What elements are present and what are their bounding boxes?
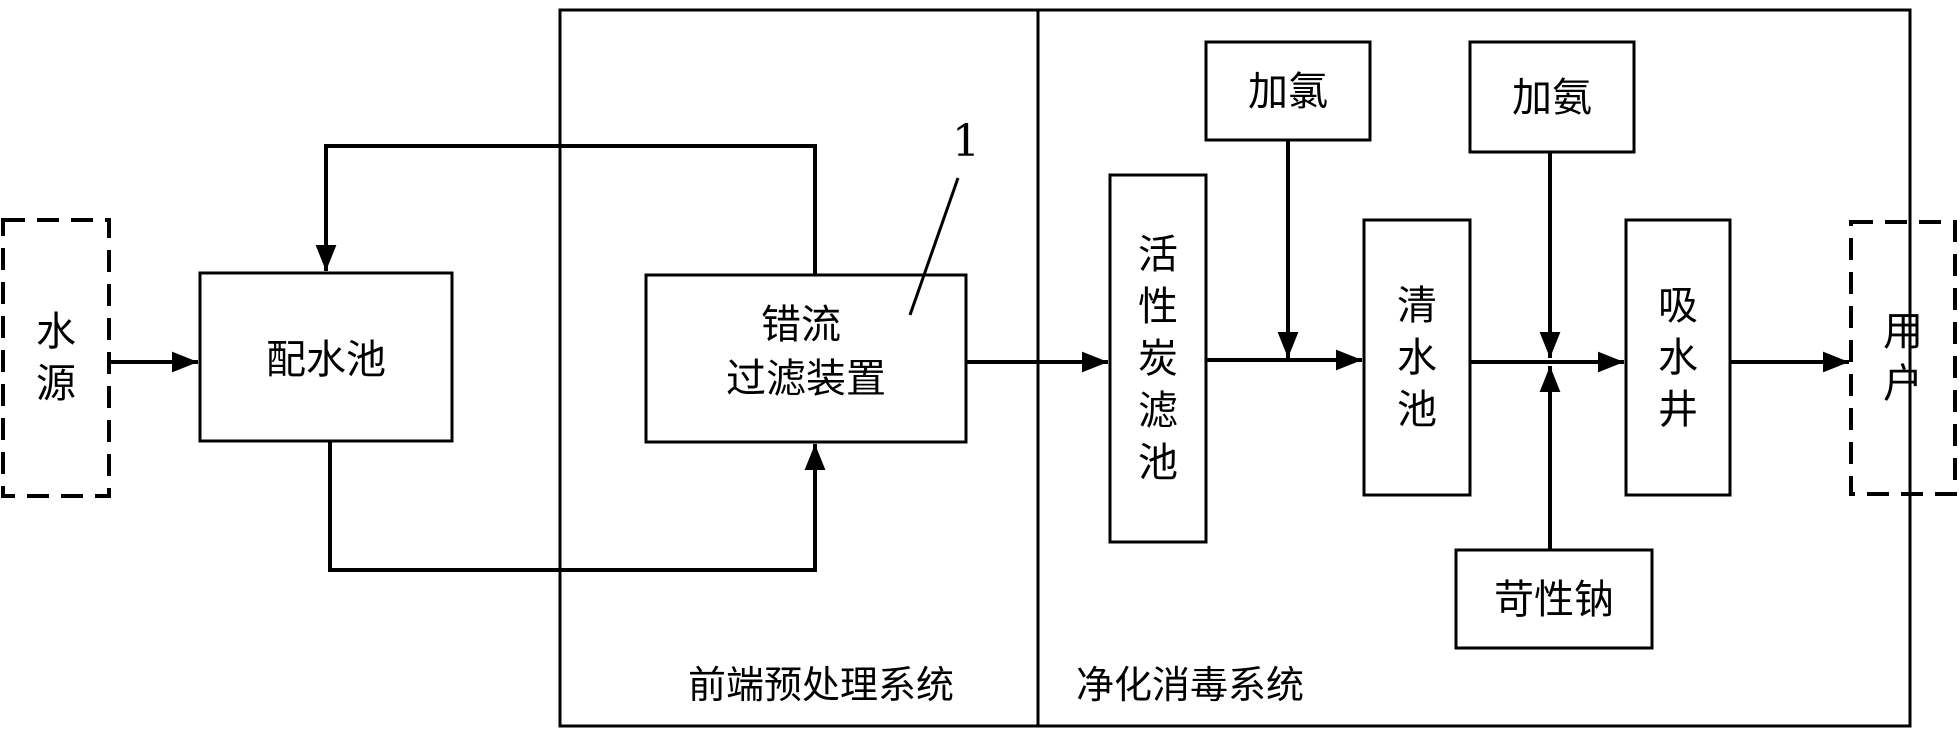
suction-well-box	[1624, 218, 1732, 497]
clear-water-pool-label: 清 水 池	[1397, 282, 1437, 433]
crossflow-filter-label: 错流 过滤装置	[646, 305, 966, 399]
arrow-pool-to-filter	[328, 441, 826, 572]
activated-carbon-filter-label: 活 性 炭 滤 池	[1138, 231, 1178, 486]
caustic-soda-box	[1454, 548, 1654, 650]
clear-water-pool-box	[1362, 218, 1472, 497]
crossflow-filter-box	[644, 273, 968, 444]
pretreatment-system-label: 前端预处理系统	[688, 663, 955, 707]
reference-number: 1	[952, 116, 980, 167]
reference-leader-line	[908, 177, 960, 316]
water-source-box	[1, 218, 111, 498]
purification-system-label: 净化消毒系统	[1076, 663, 1305, 707]
add-chlorine-label: 加氯	[1248, 69, 1328, 115]
water-source-label: 水 源	[36, 309, 76, 407]
add-ammonia-label: 加氨	[1512, 75, 1592, 121]
distribution-pool-label: 配水池	[266, 337, 386, 383]
user-box	[1849, 220, 1957, 496]
purification-system-frame	[1036, 8, 1912, 728]
distribution-pool-box	[198, 271, 454, 443]
suction-well-label: 吸 水 井	[1658, 282, 1698, 433]
arrow-filter-return-to-pool	[315, 144, 817, 275]
crossflow-filter-label-line1: 错流	[761, 302, 841, 348]
user-label: 用 户	[1883, 309, 1923, 407]
crossflow-filter-label-line2: 过滤装置	[726, 356, 886, 402]
caustic-soda-label: 苛性钠	[1494, 577, 1614, 623]
